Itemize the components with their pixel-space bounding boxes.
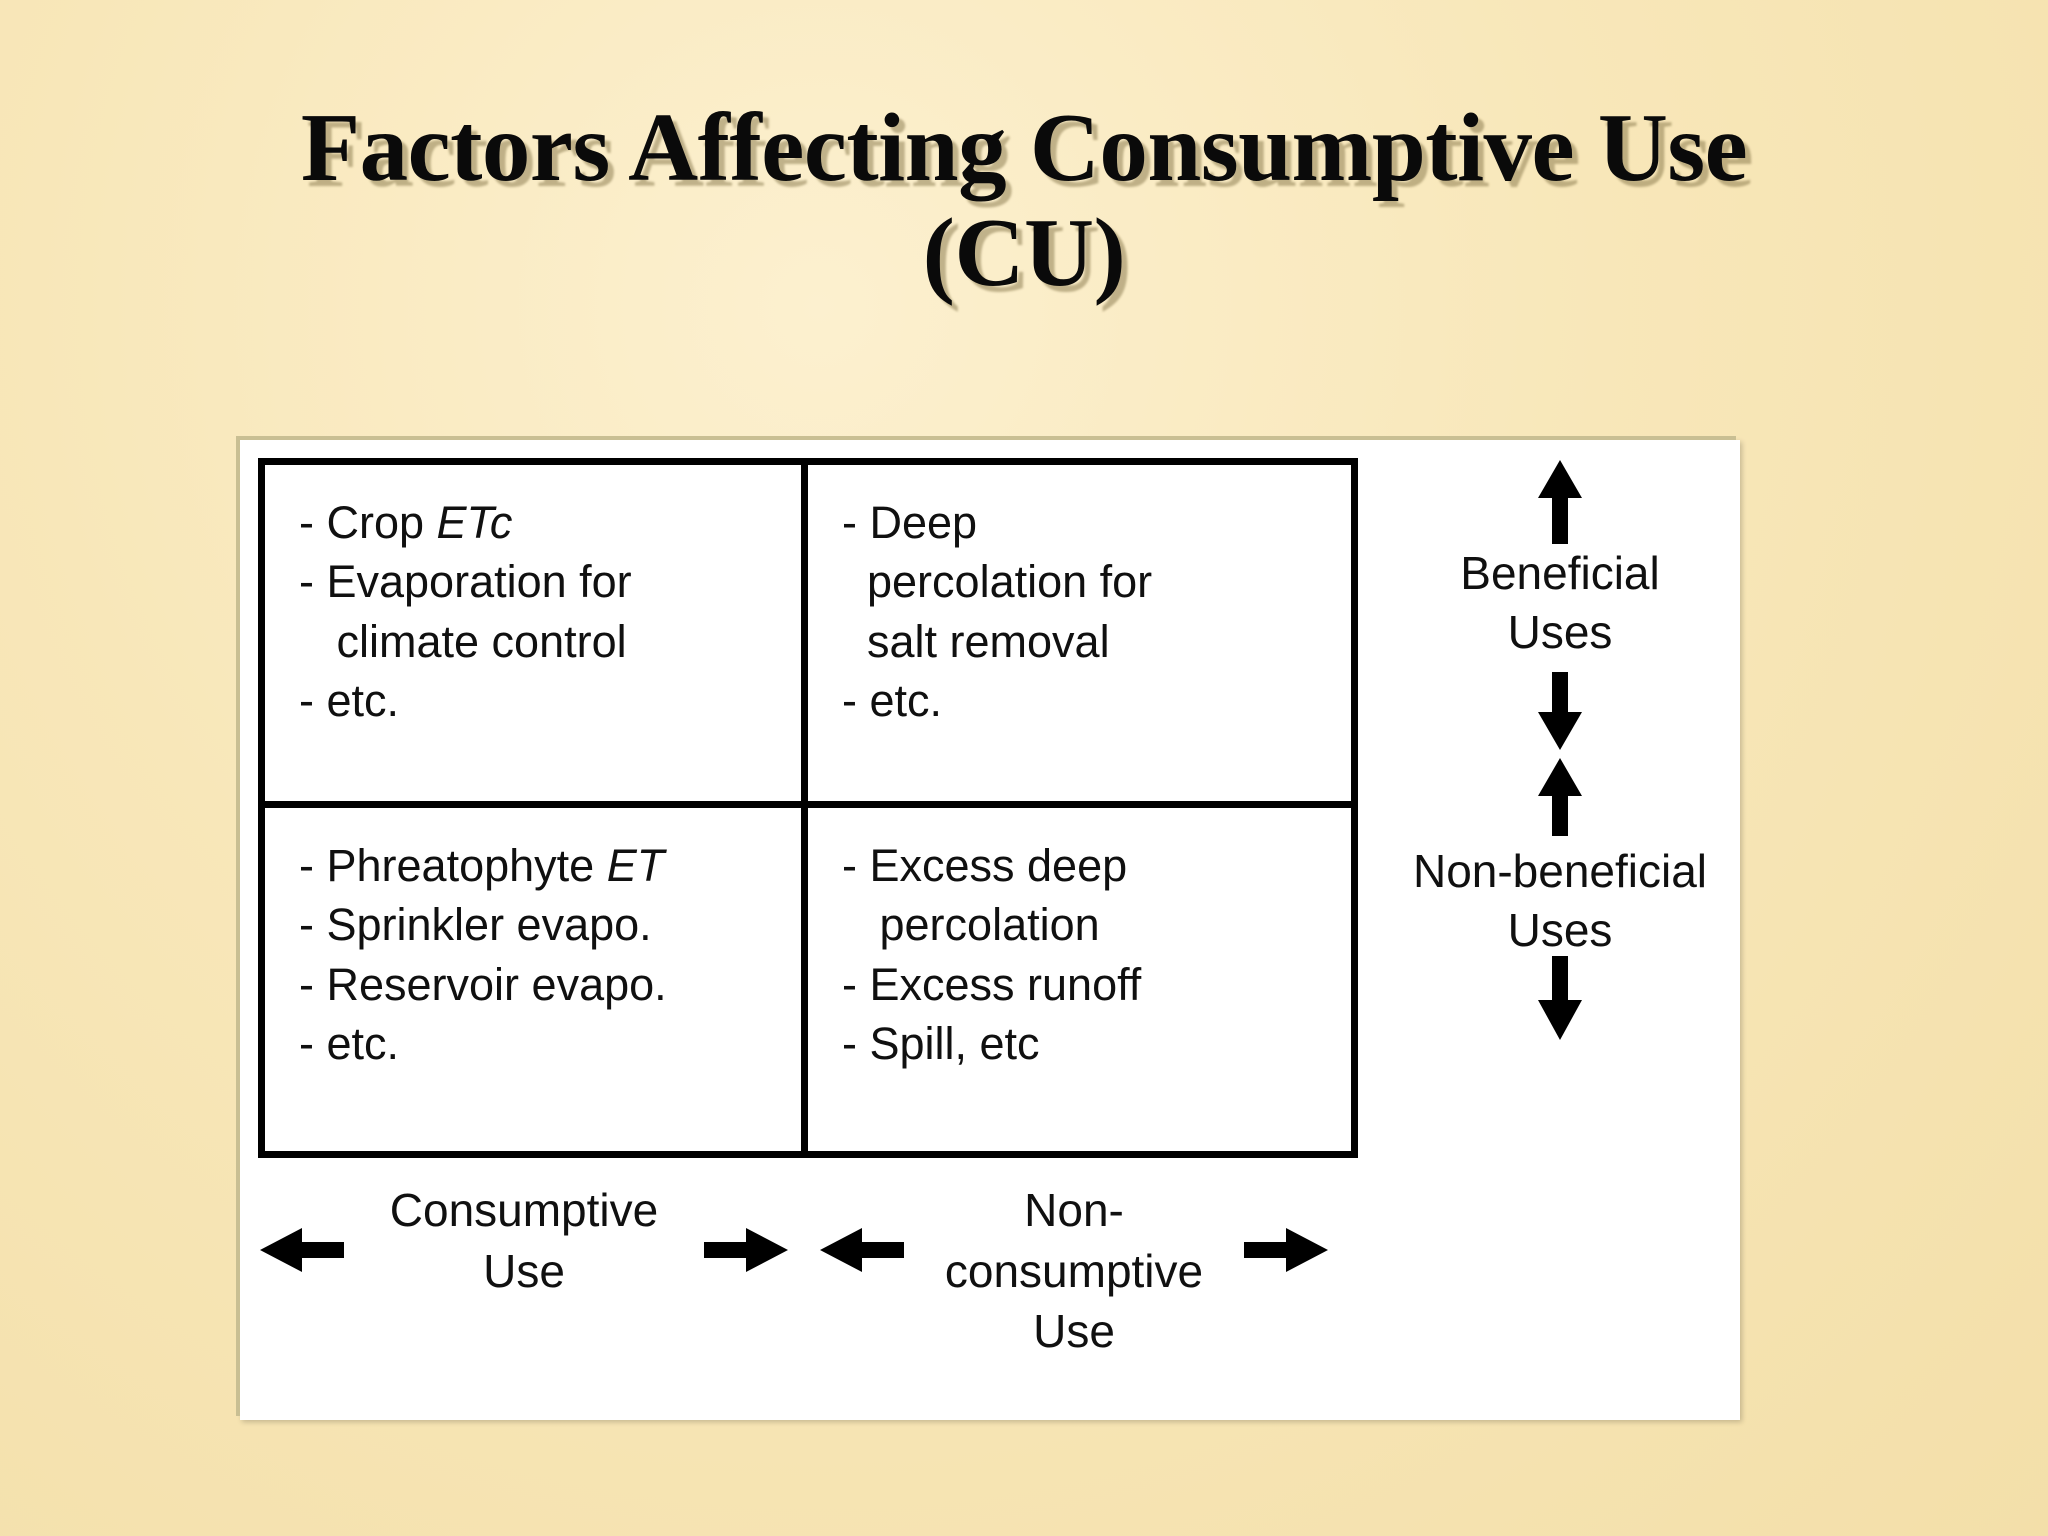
matrix-item: percolation for	[842, 556, 1153, 608]
matrix-item: - Phreatophyte ET	[299, 840, 665, 891]
matrix-item: - Evaporation for	[299, 556, 632, 608]
arrow-down-icon	[1538, 955, 1582, 1040]
arrow-right-icon	[1244, 1228, 1328, 1272]
beneficial-use-scale: Beneficial Uses Non-beneficial Uses	[1390, 458, 1730, 1178]
consumptive-use-label: Consumptive Use	[344, 1180, 704, 1301]
nonconsumptive-line-2: consumptive	[944, 1244, 1204, 1297]
consumptive-use-group: Consumptive Use	[258, 1180, 818, 1301]
nonconsumptive-line-1: Non-	[1024, 1184, 1124, 1236]
nonbeneficial-line-1: Non-beneficial	[1412, 844, 1708, 897]
arrow-down-icon	[1538, 671, 1582, 750]
nonbeneficial-line-2: Uses	[1507, 903, 1613, 956]
matrix-cell-consumptive-nonbeneficial: - Phreatophyte ET - Sprinkler evapo. - R…	[265, 808, 808, 1151]
consumptive-use-matrix: - Crop ETc - Evaporation for climate con…	[258, 458, 1358, 1158]
matrix-cell-nonconsumptive-beneficial: - Deep percolation for salt removal - et…	[808, 465, 1351, 808]
arrow-left-icon	[820, 1228, 904, 1272]
consumptive-line-1: Consumptive	[389, 1184, 659, 1236]
matrix-item: salt removal	[842, 615, 1110, 667]
arrow-left-icon	[260, 1228, 344, 1272]
beneficial-uses-label: Beneficial Uses	[1390, 544, 1730, 662]
matrix-item: - Deep	[842, 497, 978, 548]
beneficial-line-1: Beneficial	[1460, 547, 1660, 599]
matrix-item: climate control	[299, 615, 627, 667]
matrix-item: - Excess deep	[842, 840, 1128, 891]
matrix-item: - Sprinkler evapo.	[299, 899, 652, 951]
matrix-item: percolation	[842, 899, 1100, 951]
title-line-2: (CU)	[922, 198, 1126, 306]
nonbeneficial-uses-label: Non-beneficial Uses	[1390, 842, 1730, 960]
matrix-cell-consumptive-beneficial: - Crop ETc - Evaporation for climate con…	[265, 465, 808, 808]
matrix-cell-nonconsumptive-nonbeneficial: - Excess deep percolation - Excess runof…	[808, 808, 1351, 1151]
nonconsumptive-use-group: Non- consumptive Use	[818, 1180, 1358, 1362]
matrix-item: - etc.	[299, 1018, 400, 1070]
diagram-image-panel: - Crop ETc - Evaporation for climate con…	[240, 440, 1740, 1420]
matrix-item: - Reservoir evapo.	[299, 958, 667, 1010]
arrow-up-icon	[1538, 757, 1582, 836]
arrow-up-icon	[1538, 460, 1582, 544]
page-title: Factors Affecting Consumptive Use (CU)	[0, 94, 2048, 306]
nonconsumptive-line-3: Use	[1033, 1305, 1115, 1358]
beneficial-line-2: Uses	[1507, 605, 1613, 658]
matrix-item: - Crop ETc	[299, 497, 513, 548]
arrow-right-icon	[704, 1228, 788, 1272]
title-line-1: Factors Affecting Consumptive Use	[300, 94, 1748, 201]
matrix-item: - etc.	[842, 675, 943, 727]
consumptive-line-2: Use	[483, 1244, 565, 1297]
matrix-item: - etc.	[299, 675, 400, 727]
matrix-item: - Excess runoff	[842, 958, 1142, 1010]
consumptive-use-scale: Consumptive Use Non- consumptive Use	[258, 1180, 1358, 1405]
matrix-item: - Spill, etc	[842, 1018, 1040, 1070]
nonconsumptive-use-label: Non- consumptive Use	[904, 1180, 1244, 1362]
